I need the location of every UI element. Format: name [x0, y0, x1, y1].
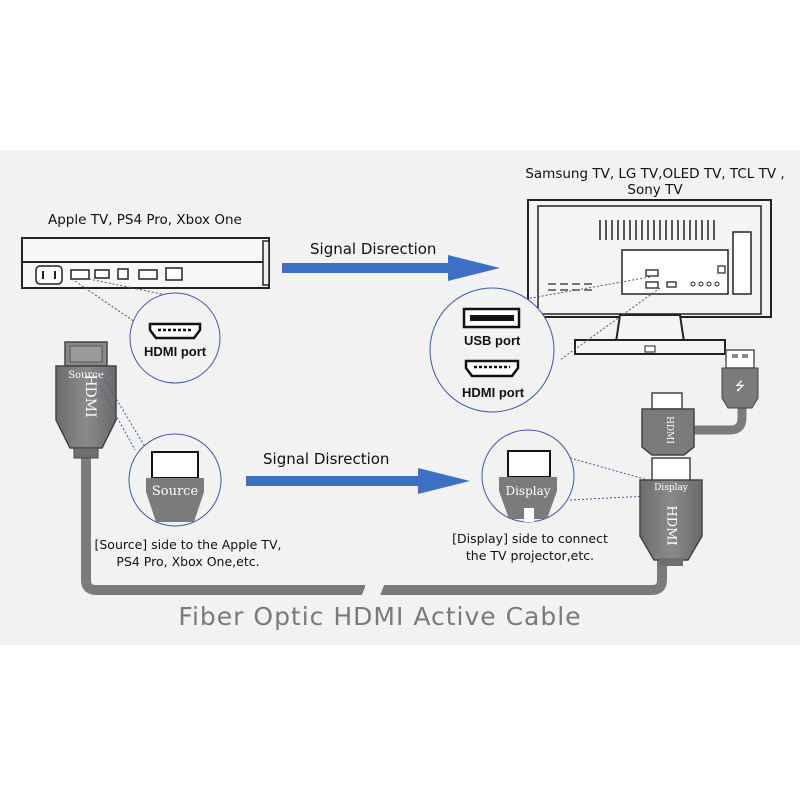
source-connector: Source HDMI: [55, 341, 117, 459]
tv-ports-zoom-circle: [429, 287, 555, 413]
source-zoom-circle: [128, 433, 222, 527]
display-connector-hdmi-text: HDMI: [663, 505, 679, 546]
game-console: [21, 237, 270, 289]
usb-port-label: USB port: [464, 333, 521, 348]
cable-left: [81, 450, 365, 595]
source-devices-label: Apple TV, PS4 Pro, Xbox One: [48, 212, 242, 228]
callout-line: [569, 457, 649, 481]
signal-direction-label-top: Signal Disrection: [310, 240, 437, 258]
display-description: [Display] side to connect the TV project…: [452, 531, 608, 563]
page-title: Fiber Optic HDMI Active Cable: [178, 602, 582, 631]
display-connector-text: Display: [654, 483, 688, 493]
television: [527, 199, 772, 355]
hdmi-port-zoom-circle: [129, 292, 221, 384]
signal-arrow-top: [282, 255, 500, 281]
callout-line: [71, 278, 136, 323]
display-connector: [639, 457, 703, 566]
callout-line: [99, 371, 151, 456]
hdmi-port-label-tv: HDMI port: [462, 385, 525, 400]
hdmi-text: HDMI: [664, 416, 674, 444]
signal-arrow-bottom: [246, 468, 470, 494]
callout-line: [569, 495, 649, 501]
cable-break: [360, 579, 372, 601]
hdmi-port-label-source: HDMI port: [144, 344, 207, 359]
source-connector-text: Source: [68, 370, 104, 381]
callout-line: [99, 385, 136, 451]
usb-power-adapter: ⭍ HDMI: [641, 349, 759, 456]
cable-break: [374, 579, 386, 601]
callout-line: [559, 287, 661, 361]
display-devices-label: Samsung TV, LG TV,OLED TV, TCL TV , Sony…: [525, 166, 785, 198]
display-zoom-circle: [481, 429, 575, 523]
usb-icon: ⭍: [735, 379, 745, 393]
source-zoom-text: Source: [151, 484, 199, 499]
source-description: [Source] side to the Apple TV, PS4 Pro, …: [94, 537, 282, 569]
signal-direction-label-bottom: Signal Disrection: [263, 450, 390, 468]
hdmi-text: HDMI: [82, 374, 98, 417]
callout-line: [88, 278, 201, 303]
cable-right: [380, 560, 667, 595]
display-zoom-text: Display: [505, 484, 551, 498]
